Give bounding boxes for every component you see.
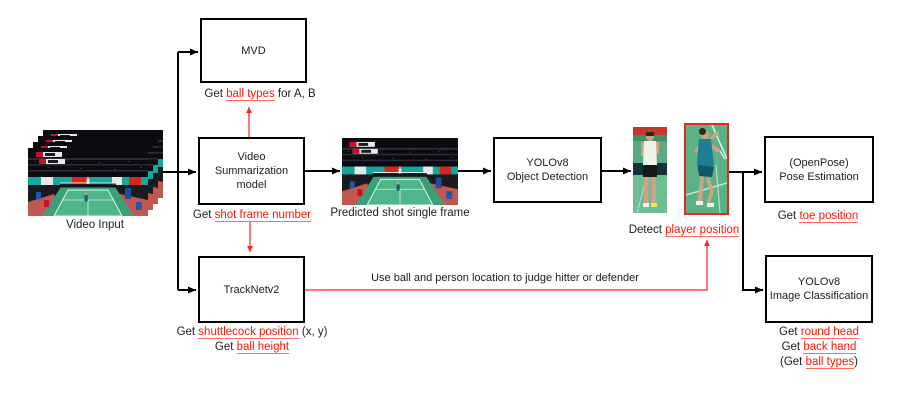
caption-ball-height: Get ball height xyxy=(214,341,290,354)
predicted-frame-thumbnail xyxy=(342,138,458,205)
node-yolo-image-classification: YOLOv8 Image Classification xyxy=(765,255,873,323)
caption-round-head: Get round head xyxy=(779,326,859,339)
node-openpose-label: (OpenPose) Pose Estimation xyxy=(779,156,859,183)
caption-tracknet-outputs: Get shuttlecock position (x, y) Get ball… xyxy=(147,325,357,355)
caption-ball-types: Get ball types for A, B xyxy=(204,88,316,101)
node-yolo-object-detection: YOLOv8 Object Detection xyxy=(493,137,602,203)
node-video-summarization-label: Video Summarization model xyxy=(214,151,289,191)
player-crop-defender xyxy=(633,127,667,213)
caption-back-hand: Get back hand xyxy=(781,341,857,354)
node-yolo-image-classification-label: YOLOv8 Image Classification xyxy=(769,276,869,302)
node-video-summarization: Video Summarization model xyxy=(198,137,305,205)
node-mvd-label: MVD xyxy=(241,44,266,57)
node-tracknet-label: TrackNetv2 xyxy=(223,283,280,296)
node-tracknet: TrackNetv2 xyxy=(198,256,305,323)
video-input-label: Video Input xyxy=(66,219,124,231)
caption-shuttlecock-position: Get shuttlecock position (x, y) xyxy=(176,326,328,339)
video-frame-front xyxy=(28,148,148,216)
predicted-frame-label: Predicted shot single frame xyxy=(330,207,470,219)
caption-shot-frame: Get shot frame number xyxy=(192,209,312,222)
edge-label-hitter-defender: Use ball and person location to judge hi… xyxy=(371,272,639,284)
caption-classification-outputs: Get round head Get back hand (Get ball t… xyxy=(729,325,909,370)
caption-detect-player-position: Detect player position xyxy=(628,224,740,237)
player-crop-hitter-highlighted xyxy=(684,123,729,215)
node-yolo-object-detection-label: YOLOv8 Object Detection xyxy=(506,157,589,183)
caption-toe-position: Get toe position xyxy=(777,210,859,223)
node-mvd: MVD xyxy=(200,18,307,83)
node-openpose: (OpenPose) Pose Estimation xyxy=(764,136,874,203)
caption-ball-types-secondary: (Get ball types) xyxy=(780,356,858,369)
